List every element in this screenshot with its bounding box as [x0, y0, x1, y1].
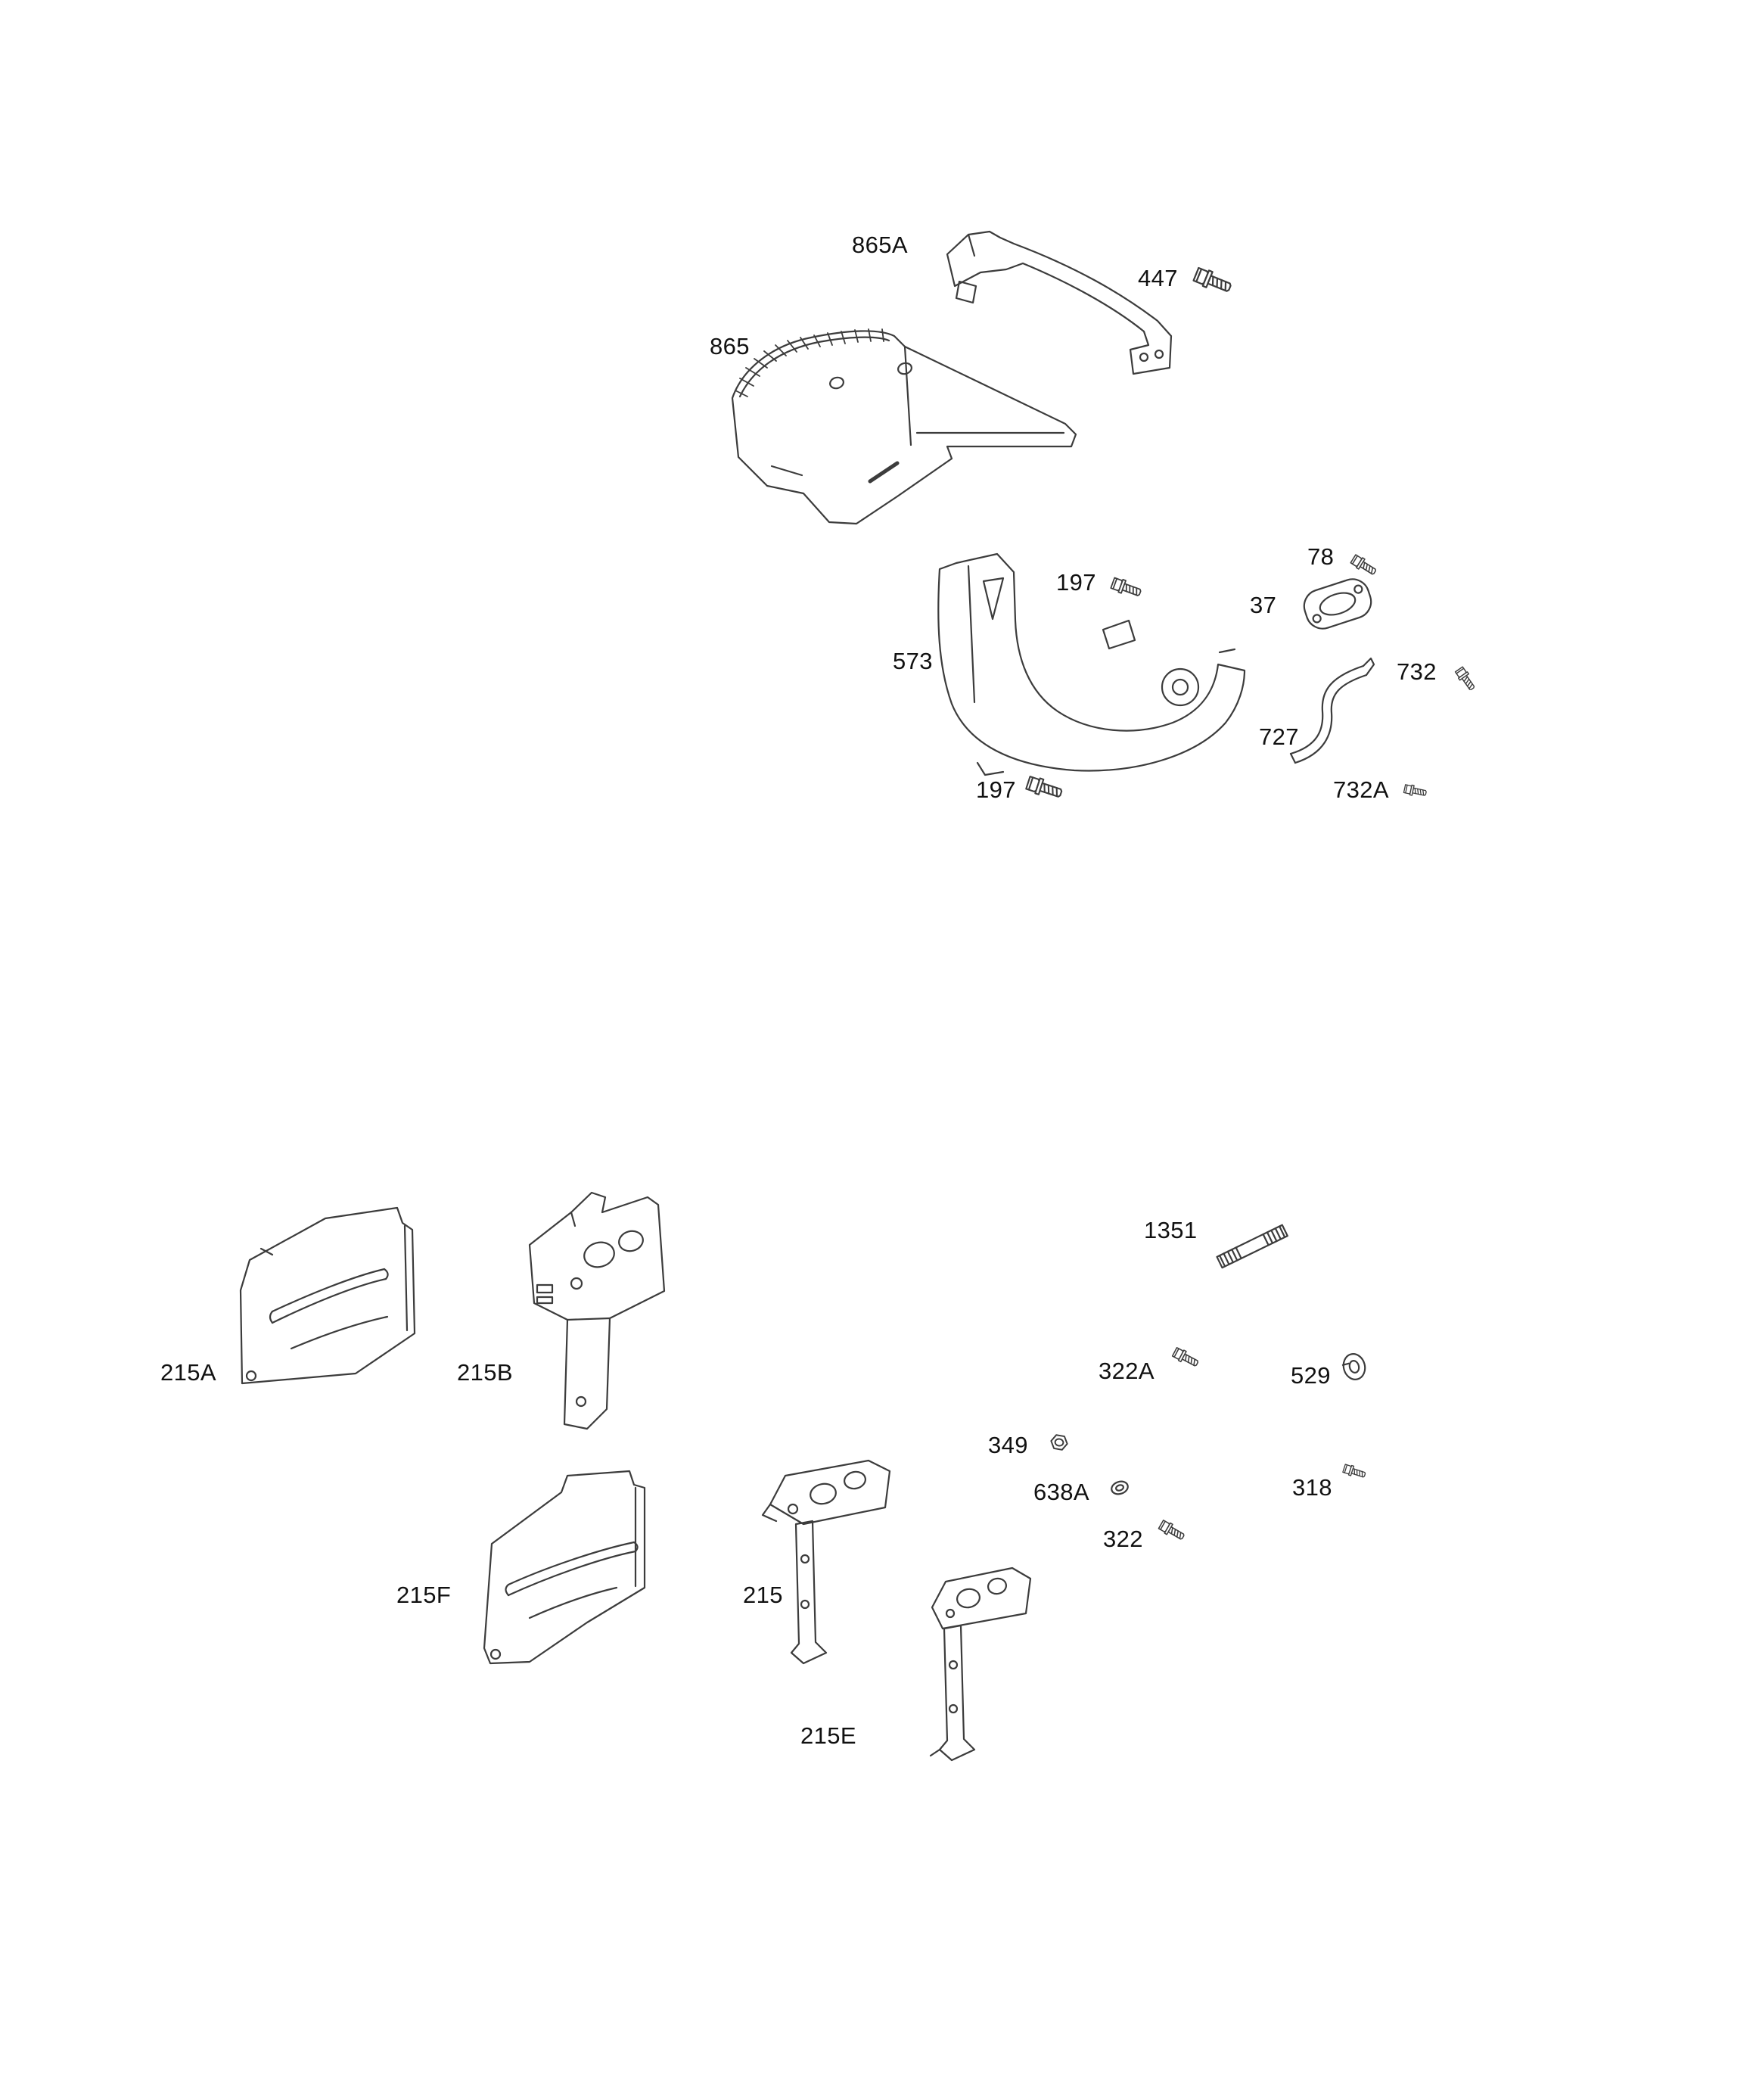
- part-drawing-447-screw: [1192, 266, 1234, 297]
- part-label-215F: 215F: [396, 1582, 452, 1608]
- part-label-318: 318: [1292, 1474, 1332, 1501]
- part-label-215B: 215B: [457, 1359, 513, 1386]
- part-label-732A: 732A: [1333, 776, 1389, 803]
- part-drawing-318-screw: [1341, 1463, 1367, 1481]
- part-label-529: 529: [1291, 1362, 1331, 1389]
- part-drawing-529-grommet: [1341, 1353, 1366, 1380]
- part-label-732: 732: [1397, 658, 1437, 685]
- part-drawing-215E: [929, 1566, 1032, 1762]
- part-drawing-865A: [946, 230, 1173, 375]
- part-label-215A: 215A: [160, 1359, 216, 1386]
- part-drawing-865: [731, 328, 1077, 525]
- part-label-215E: 215E: [800, 1722, 856, 1749]
- part-drawing-322-screw: [1157, 1518, 1187, 1543]
- part-drawing-573: [937, 552, 1246, 776]
- part-drawing-215: [761, 1459, 891, 1665]
- part-label-727: 727: [1259, 723, 1299, 750]
- part-label-322: 322: [1103, 1526, 1143, 1552]
- part-label-349: 349: [988, 1432, 1028, 1458]
- part-drawing-732A-screw: [1403, 783, 1428, 799]
- part-drawing-1351-stud: [1216, 1224, 1288, 1269]
- part-label-37: 37: [1250, 592, 1277, 618]
- part-drawing-727: [1289, 657, 1375, 764]
- part-label-215: 215: [743, 1582, 783, 1608]
- part-label-197-lower: 197: [976, 776, 1016, 803]
- part-label-638A: 638A: [1033, 1479, 1089, 1505]
- part-label-865: 865: [710, 333, 750, 359]
- part-label-865A: 865A: [852, 232, 908, 258]
- part-drawing-215B: [528, 1191, 666, 1430]
- part-drawing-197-upper-screw: [1109, 576, 1143, 600]
- part-drawing-78-screw: [1349, 553, 1378, 578]
- part-label-573: 573: [893, 648, 933, 674]
- part-label-322A: 322A: [1099, 1358, 1155, 1384]
- part-drawing-732-screw: [1453, 665, 1478, 692]
- part-drawing-215A: [239, 1206, 416, 1385]
- part-label-1351: 1351: [1144, 1217, 1198, 1243]
- part-drawing-37-gasket: [1303, 578, 1372, 630]
- part-label-197-upper: 197: [1056, 569, 1096, 596]
- part-drawing-349-nut: [1049, 1433, 1070, 1451]
- part-drawing-322A-screw: [1171, 1346, 1201, 1370]
- part-drawing-197-lower-screw: [1024, 774, 1064, 802]
- part-label-78: 78: [1307, 543, 1335, 570]
- part-drawing-215F: [483, 1470, 646, 1665]
- part-drawing-638A-washer: [1108, 1478, 1131, 1498]
- part-label-447: 447: [1138, 265, 1178, 291]
